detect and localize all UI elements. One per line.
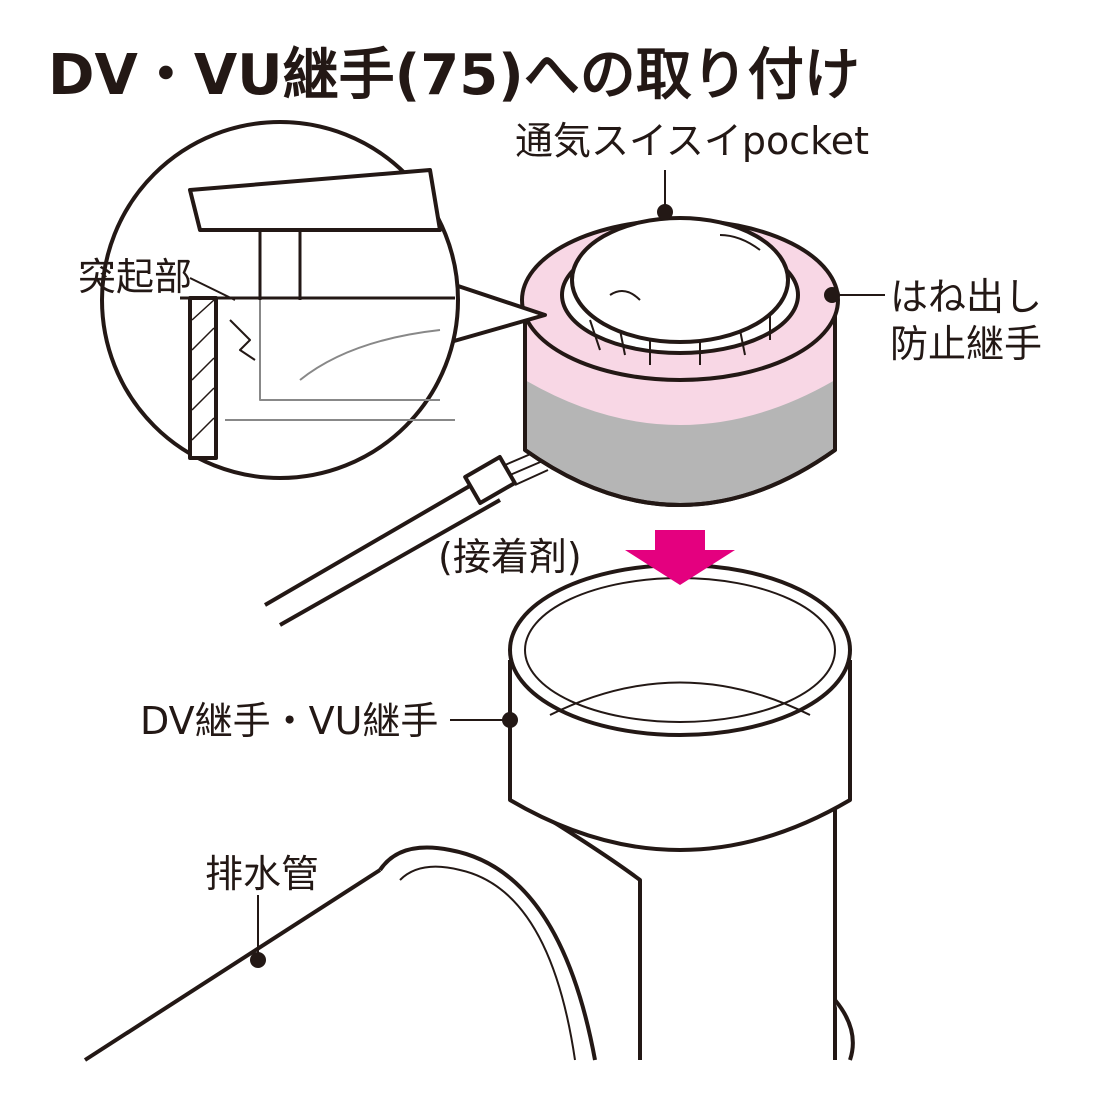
adhesive-label: (接着剤) xyxy=(438,535,582,579)
down-arrow xyxy=(625,530,735,585)
page-title: DV・VU継手(75)への取り付け xyxy=(48,43,860,108)
detail-callout xyxy=(100,120,547,480)
product-label: 通気スイスイpocket xyxy=(515,119,870,163)
drain-pipe xyxy=(83,793,855,1062)
protrusion-label: 突起部 xyxy=(78,255,193,299)
drain-pipe-label: 排水管 xyxy=(205,852,320,896)
anti-popout-joint xyxy=(520,170,885,507)
anti-popout-label-2: 防止継手 xyxy=(890,322,1043,366)
joint-cylinder xyxy=(450,563,852,852)
joint-label: DV継手・VU継手 xyxy=(140,699,439,743)
anti-popout-label-1: はね出し xyxy=(890,275,1043,319)
adhesive-brush xyxy=(263,449,549,627)
